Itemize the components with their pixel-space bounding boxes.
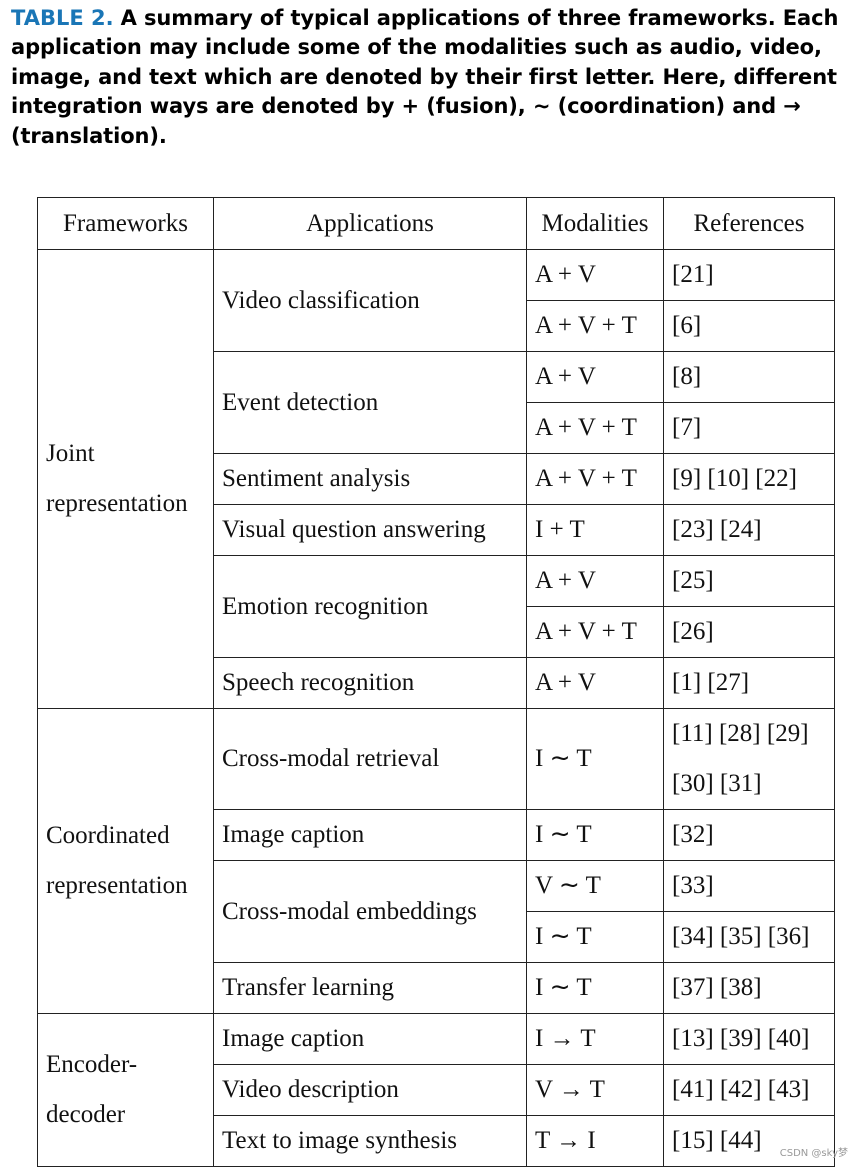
header-applications: Applications — [213, 197, 527, 250]
modality-cell: I + T — [526, 504, 664, 556]
modality-cell: A + V + T — [526, 402, 664, 454]
table-label: TABLE 2. — [11, 6, 114, 30]
application-cell: Sentiment analysis — [213, 453, 527, 505]
framework-cell: Encoder-decoder — [37, 1013, 214, 1167]
header-modalities: Modalities — [526, 197, 664, 250]
references-cell: [34] [35] [36] — [663, 911, 835, 963]
references-cell: [26] — [663, 606, 835, 658]
table-caption: TABLE 2.A summary of typical application… — [11, 4, 851, 151]
watermark: CSDN @sky梦 — [779, 1148, 848, 1159]
modality-cell: A + V — [526, 555, 664, 607]
table-header-row: Frameworks Applications Modalities Refer… — [37, 197, 835, 250]
header-references: References — [663, 197, 835, 250]
references-cell: [25] — [663, 555, 835, 607]
references-cell: [33] — [663, 860, 835, 912]
modality-cell: I → T — [526, 1013, 664, 1065]
references-cell: [41] [42] [43] — [663, 1064, 835, 1116]
application-cell: Event detection — [213, 351, 527, 454]
application-cell: Video description — [213, 1064, 527, 1116]
header-frameworks: Frameworks — [37, 197, 214, 250]
modality-cell: A + V + T — [526, 300, 664, 352]
table-row: Cross-modal embeddings V ∼ T [33] — [38, 860, 835, 963]
modality-cell: A + V + T — [526, 606, 664, 658]
table-row: Encoder-decoder Image caption I → T [13]… — [37, 1013, 835, 1167]
modality-cell: A + V — [526, 657, 664, 709]
application-cell: Transfer learning — [213, 962, 527, 1014]
framework-cell: Joint representation — [37, 249, 214, 709]
table-row: Joint representation Video classificatio… — [37, 249, 835, 709]
application-cell: Cross-modal embeddings — [213, 860, 527, 963]
references-cell: [1] [27] — [663, 657, 835, 709]
references-cell: [21] — [663, 249, 835, 301]
table-row: Speech recognition A + V [1] [27] — [38, 657, 835, 709]
table-row: Visual question answering I + T [23] [24… — [38, 504, 835, 556]
modality-cell: I ∼ T — [526, 962, 664, 1014]
references-cell: [11] [28] [29] [30] [31] — [663, 708, 835, 810]
framework-cell: Coordinated representation — [37, 708, 214, 1014]
modality-cell: I ∼ T — [526, 911, 664, 963]
modality-cell: T → I — [526, 1115, 664, 1167]
modality-cell: A + V — [526, 351, 664, 403]
references-cell: [7] — [663, 402, 835, 454]
frameworks-table: Frameworks Applications Modalities Refer… — [37, 197, 835, 1167]
table-row: Sentiment analysis A + V + T [9] [10] [2… — [38, 453, 835, 505]
application-cell: Visual question answering — [213, 504, 527, 556]
application-cell: Text to image synthesis — [213, 1115, 527, 1167]
modality-cell: A + V — [526, 249, 664, 301]
application-cell: Emotion recognition — [213, 555, 527, 658]
references-cell: [9] [10] [22] — [663, 453, 835, 505]
modality-cell: V ∼ T — [526, 860, 664, 912]
application-cell: Cross-modal retrieval — [213, 708, 527, 810]
application-cell: Speech recognition — [213, 657, 527, 709]
references-cell: [13] [39] [40] — [663, 1013, 835, 1065]
application-cell: Image caption — [213, 1013, 527, 1065]
references-cell: [23] [24] — [663, 504, 835, 556]
modality-cell: I ∼ T — [526, 809, 664, 861]
table-row: Image caption I ∼ T [32] — [38, 809, 835, 861]
references-cell: [32] — [663, 809, 835, 861]
references-cell: [6] — [663, 300, 835, 352]
references-cell: [37] [38] — [663, 962, 835, 1014]
references-cell: [15] [44] — [663, 1115, 835, 1167]
modality-cell: A + V + T — [526, 453, 664, 505]
table-row: Emotion recognition A + V [25] — [38, 555, 835, 658]
modality-cell: V → T — [526, 1064, 664, 1116]
references-cell: [8] — [663, 351, 835, 403]
caption-text: A summary of typical applications of thr… — [11, 6, 839, 148]
application-cell: Image caption — [213, 809, 527, 861]
table-row: I ∼ T [34] [35] [36] — [38, 911, 835, 963]
table-row: A + V + T [26] — [38, 606, 835, 658]
table-row: Coordinated representation Cross-modal r… — [37, 708, 835, 1014]
application-cell: Video classification — [213, 249, 527, 352]
table-row: Text to image synthesis T → I [15] [44] — [38, 1115, 835, 1167]
table-row: Video description V → T [41] [42] [43] — [38, 1064, 835, 1116]
modality-cell: I ∼ T — [526, 708, 664, 810]
table-row: A + V + T [6] — [38, 300, 835, 352]
